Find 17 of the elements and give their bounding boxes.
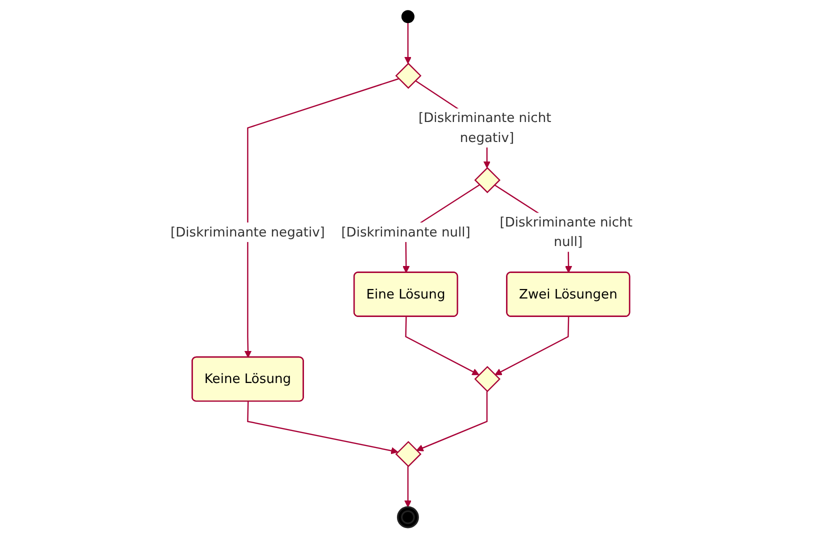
edge-label: [Diskriminante negativ] xyxy=(170,224,325,240)
node-circle xyxy=(401,10,414,24)
arrow xyxy=(246,401,398,454)
arrow xyxy=(404,466,412,508)
edge-label: [Diskriminante null] xyxy=(341,224,470,240)
node-diamond xyxy=(474,366,500,392)
edge-label: [Diskriminante nicht null] xyxy=(500,214,632,250)
arrow xyxy=(494,316,570,376)
arrow xyxy=(405,316,480,376)
edge-label: [Diskriminante nicht negativ] xyxy=(418,110,552,146)
arrow xyxy=(416,391,488,452)
node-diamond xyxy=(395,62,422,89)
node-diamond xyxy=(395,440,422,468)
arrow xyxy=(404,22,412,64)
node-circle xyxy=(396,506,419,528)
node-diamond xyxy=(474,167,500,194)
arrow xyxy=(244,78,399,358)
